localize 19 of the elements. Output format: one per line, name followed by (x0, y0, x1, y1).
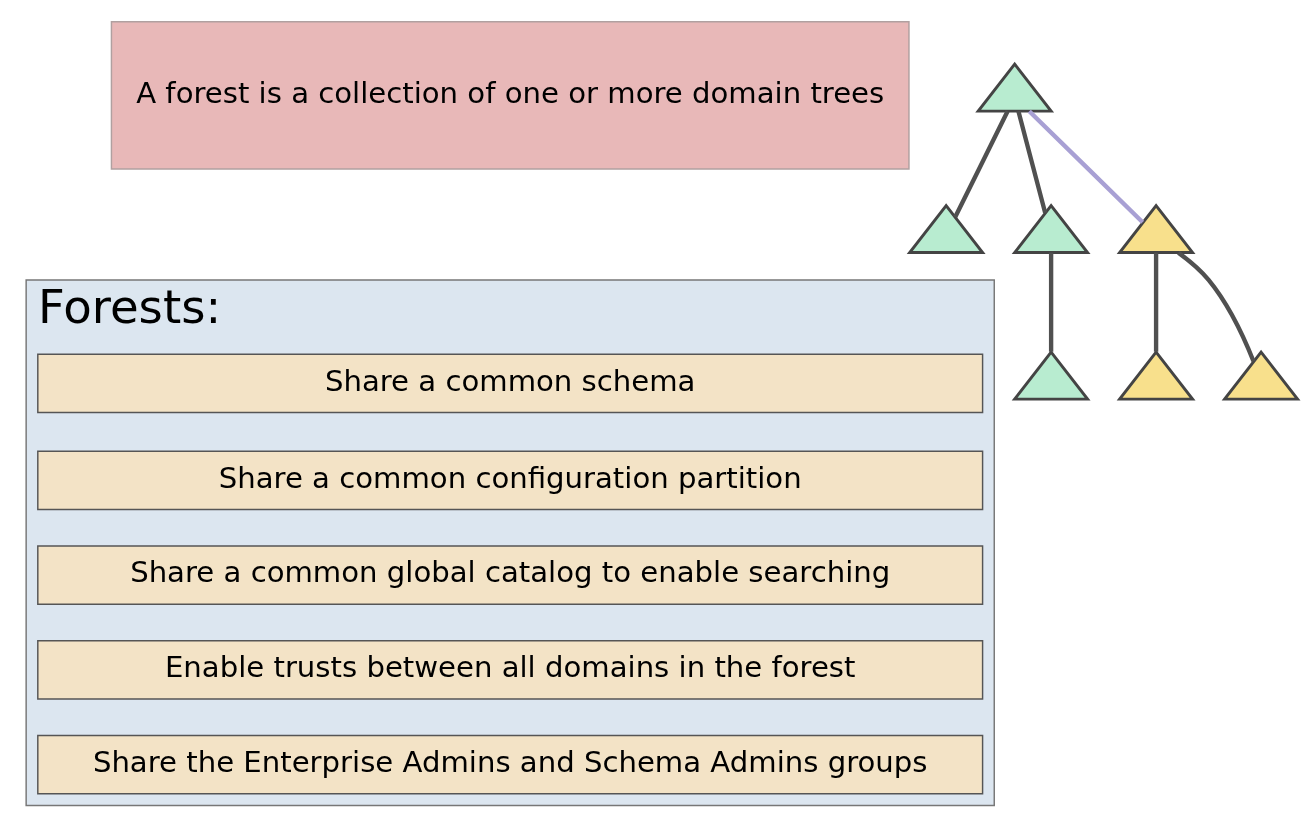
node-box: Share a common schema (37, 353, 984, 413)
node-box: A forest is a collection of one or more domain trees (110, 20, 910, 170)
connector (1016, 110, 1048, 213)
connector (1153, 252, 1159, 352)
connector (953, 109, 1010, 218)
node-triangle (975, 61, 1055, 113)
node-triangle (1011, 349, 1091, 401)
node-triangle (1116, 202, 1196, 254)
connector (1027, 109, 1145, 224)
node-triangle (1221, 349, 1301, 401)
node-triangle (906, 202, 986, 254)
node-box: Share a common configuration partition (37, 449, 984, 510)
connector (1048, 252, 1054, 352)
connector (1177, 250, 1256, 362)
node-box: Share a common global catalog to enable searching (37, 544, 984, 605)
node-box: Enable trusts between all domains in the forest (37, 639, 984, 700)
node-triangle (1116, 349, 1196, 401)
node-triangle (1011, 202, 1091, 254)
node-box: Share the Enterprise Admins and Schema Admins groups (37, 734, 984, 795)
